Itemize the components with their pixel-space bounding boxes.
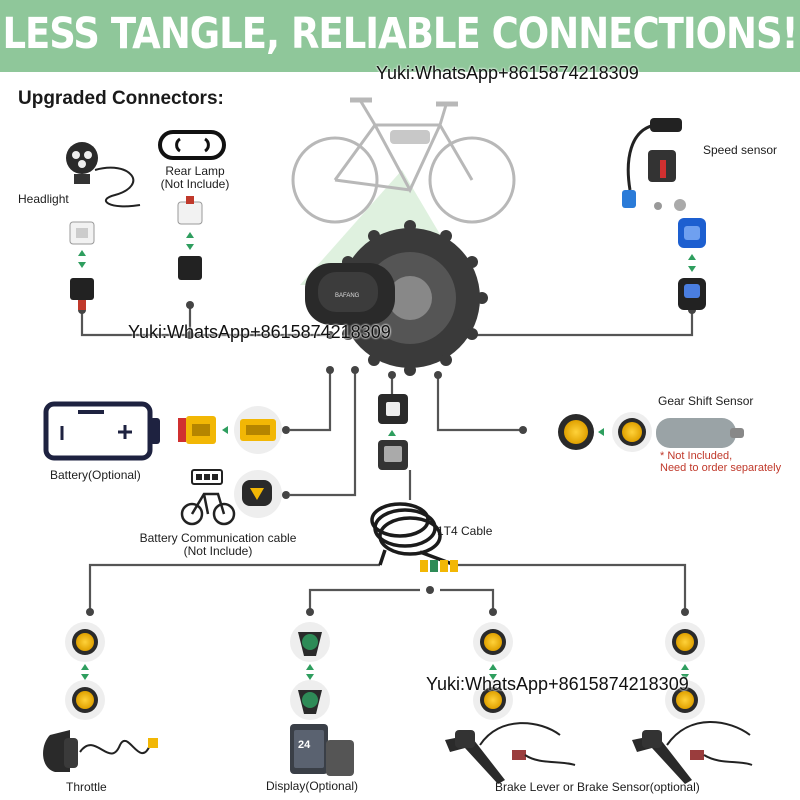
battery-comm-label: Battery Communication cable xyxy=(139,531,297,545)
brake-label: Brake Lever or Brake Sensor(optional) xyxy=(495,780,700,794)
title-banner: LESS TANGLE, RELIABLE CONNECTIONS! xyxy=(0,0,800,72)
throttle-icon xyxy=(43,730,158,772)
battery-comm-note: (Not Include) xyxy=(183,544,253,558)
bike-icon xyxy=(180,469,236,526)
speed-sensor-label: Speed sensor xyxy=(703,143,778,157)
display-connectors xyxy=(290,622,330,720)
gear-sensor-connectors xyxy=(558,412,652,452)
headlight-label: Headlight xyxy=(18,192,69,206)
brake-lever-icon-left xyxy=(445,722,576,784)
gear-shift-note: * Not Included, Need to order separately xyxy=(660,450,781,474)
watermark-top: Yuki:WhatsApp+8615874218309 xyxy=(376,63,639,83)
gear-shift-note-line2: Need to order separately xyxy=(660,462,782,474)
motor-illustration xyxy=(305,220,488,376)
throttle-label: Throttle xyxy=(66,780,107,794)
rear-lamp-connectors xyxy=(177,196,203,280)
cable-ends xyxy=(420,560,458,572)
bicycle-illustration xyxy=(291,97,516,224)
battery-label: Battery(Optional) xyxy=(50,468,141,482)
motor-brand-text: BAFANG xyxy=(335,293,360,299)
cable-icon xyxy=(370,502,456,567)
brake-connectors-left xyxy=(473,622,513,720)
brake-lever-icon-right xyxy=(632,721,753,784)
battery-comm-connector xyxy=(234,470,282,518)
gear-sensor-icon xyxy=(656,418,744,448)
motor-main-connector xyxy=(378,394,408,470)
throttle-connectors xyxy=(65,622,105,720)
wires xyxy=(80,305,694,612)
banner-title: LESS TANGLE, RELIABLE CONNECTIONS! xyxy=(2,8,798,59)
display-label: Display(Optional) xyxy=(266,779,359,793)
headlight-icon xyxy=(66,142,141,208)
brake-connectors-right xyxy=(665,622,705,720)
rear-lamp-label: Rear Lamp xyxy=(165,164,225,178)
headlight-connectors xyxy=(69,221,95,310)
rear-lamp-note: (Not Include) xyxy=(160,177,230,191)
watermark-bottom: Yuki:WhatsApp+8615874218309 xyxy=(426,674,689,694)
battery-icon xyxy=(43,401,160,461)
gear-shift-note-line1: * Not Included, xyxy=(660,450,733,462)
gear-shift-label: Gear Shift Sensor xyxy=(658,394,754,408)
rear-lamp-icon xyxy=(158,130,226,160)
speed-sensor-connectors xyxy=(678,218,706,310)
watermark-middle: Yuki:WhatsApp+8615874218309 xyxy=(128,322,391,342)
cable-1t4-label: 1T4 Cable xyxy=(437,524,493,538)
speed-sensor-icon xyxy=(622,118,686,211)
display-icon xyxy=(290,724,354,776)
display-speed-text: 24 xyxy=(298,739,311,751)
battery-connectors xyxy=(178,406,282,454)
section-title: Upgraded Connectors: xyxy=(18,88,224,109)
